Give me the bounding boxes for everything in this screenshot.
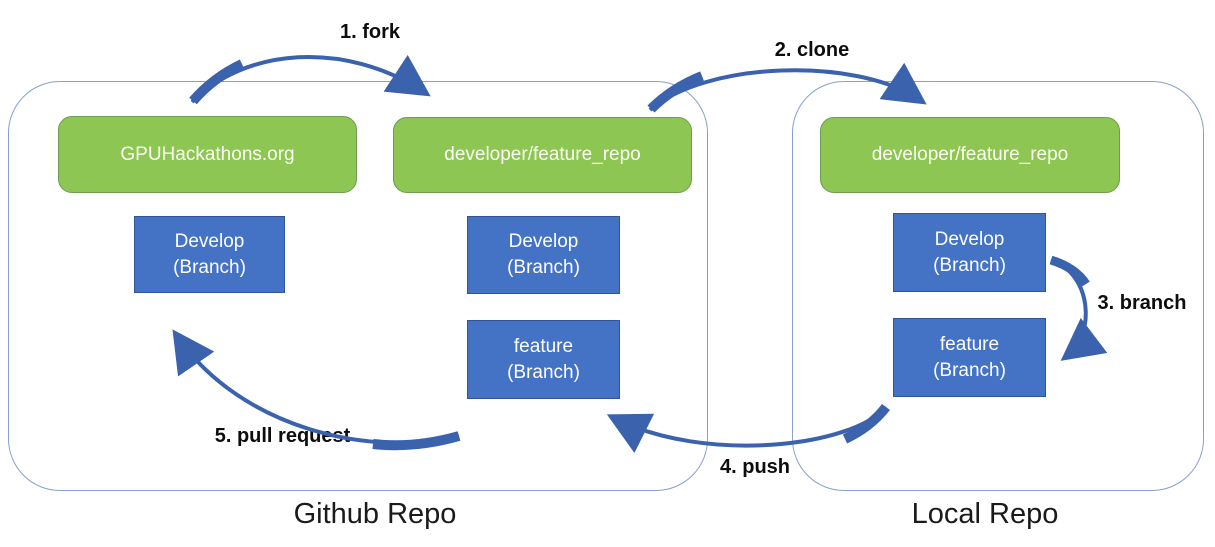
local-repo-container — [792, 81, 1204, 491]
step-label-fork: 1. fork — [339, 21, 401, 43]
github-origin-repo-node: GPUHackathons.org — [58, 116, 357, 193]
github-repo-caption: Github Repo — [293, 498, 457, 530]
step-label-clone: 2. clone — [774, 39, 850, 61]
step-label-branch: 3. branch — [1097, 292, 1187, 314]
step-label-push: 4. push — [719, 456, 790, 478]
local-repo-node: developer/feature_repo — [820, 117, 1120, 193]
github-fork-develop-branch-node: Develop (Branch) — [467, 216, 620, 294]
step-label-pull-request: 5. pull request — [214, 425, 351, 447]
github-fork-repo-node: developer/feature_repo — [393, 117, 692, 193]
github-fork-feature-branch-node: feature (Branch) — [467, 320, 620, 399]
local-develop-branch-node: Develop (Branch) — [893, 213, 1046, 292]
local-repo-caption: Local Repo — [911, 498, 1059, 530]
github-origin-develop-branch-node: Develop (Branch) — [134, 216, 285, 293]
local-feature-branch-node: feature (Branch) — [893, 318, 1046, 397]
